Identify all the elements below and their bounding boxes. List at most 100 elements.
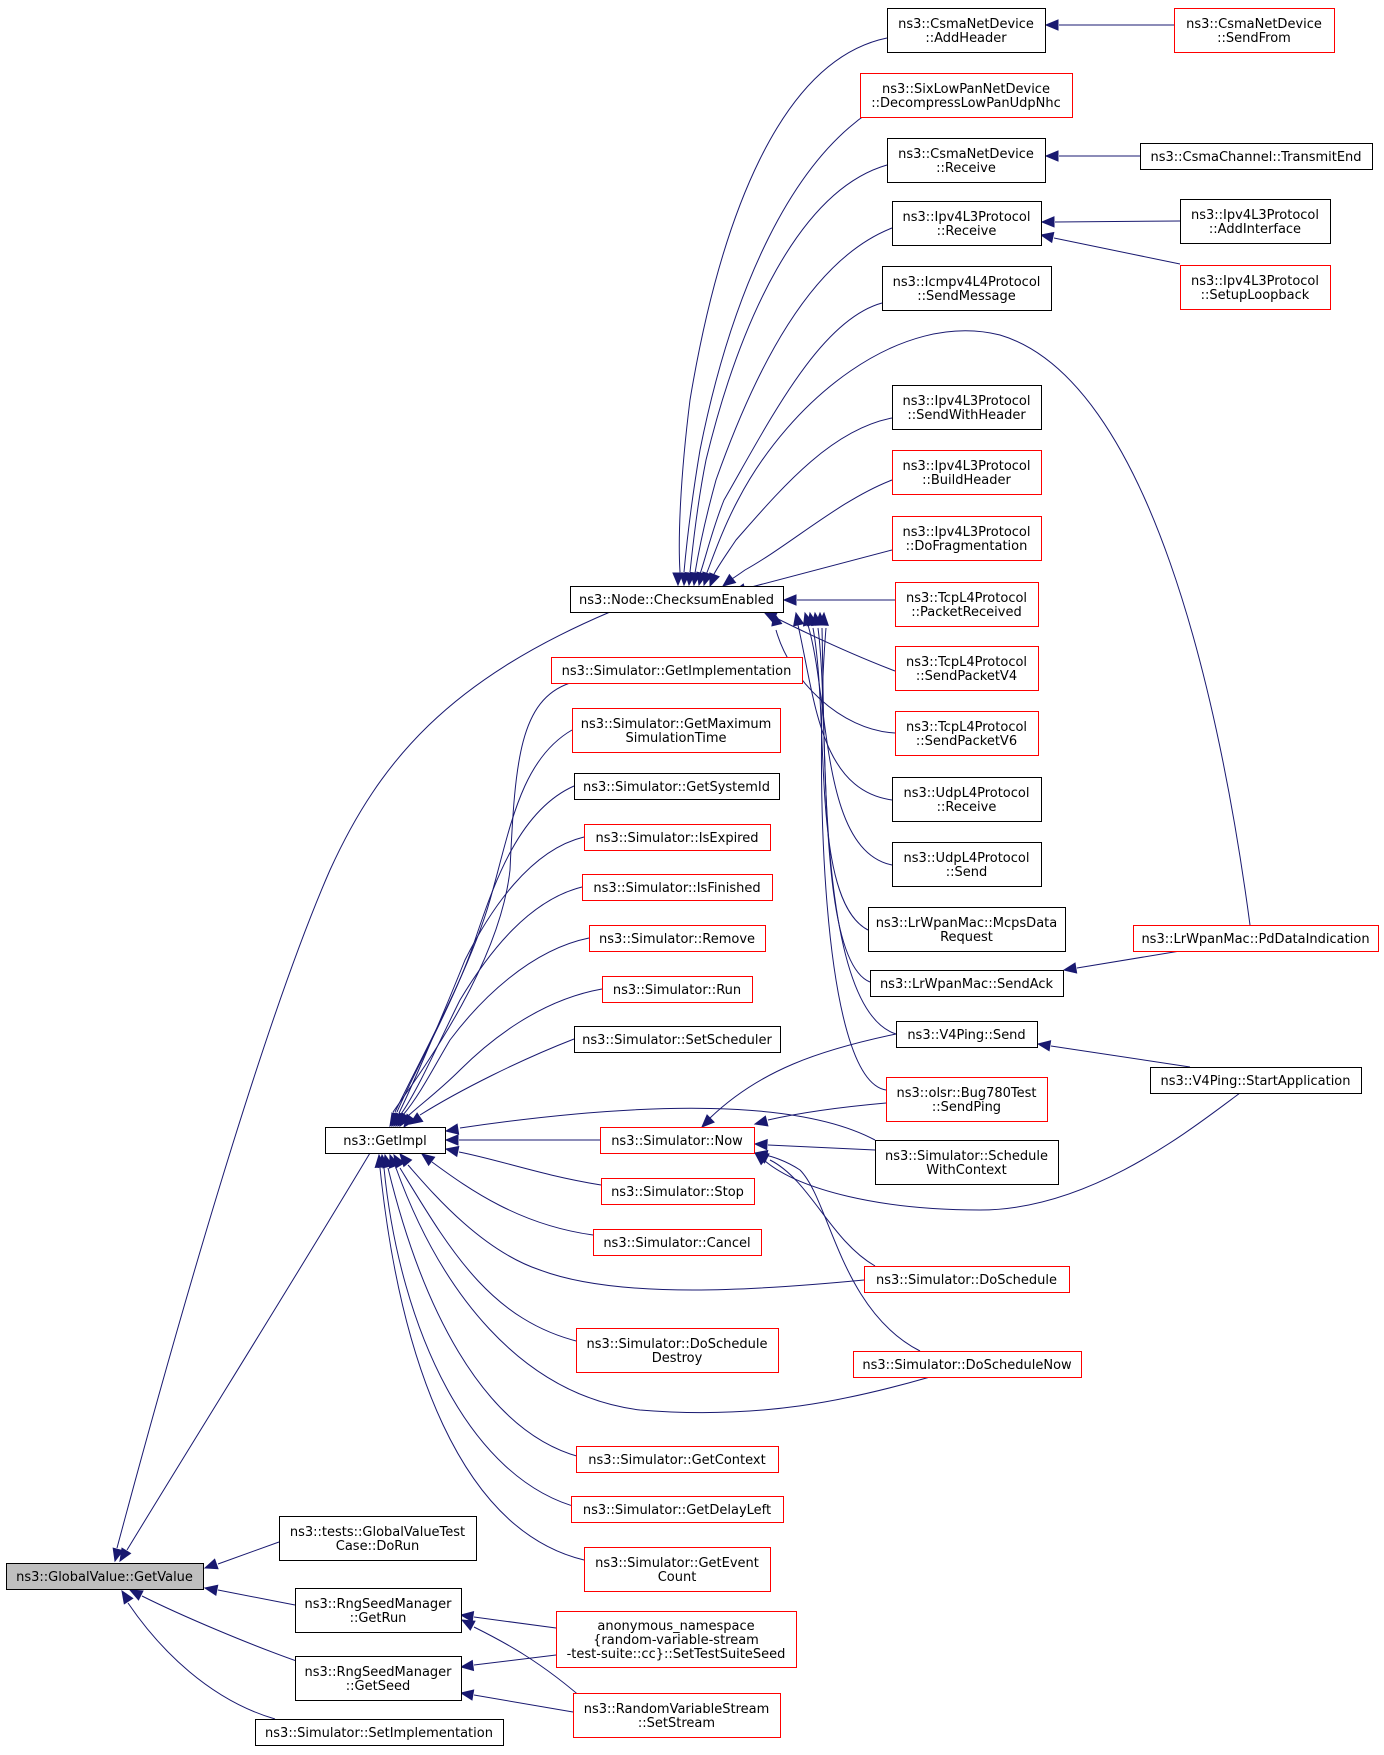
node-udp_recv[interactable]: ns3::UdpL4Protocol::Receive bbox=[892, 777, 1042, 822]
node-box[interactable] bbox=[892, 385, 1042, 430]
node-box[interactable] bbox=[574, 773, 780, 800]
node-box[interactable] bbox=[551, 657, 803, 684]
node-getrun[interactable]: ns3::RngSeedManager::GetRun bbox=[295, 1588, 462, 1633]
node-box[interactable] bbox=[584, 1547, 771, 1592]
node-box[interactable] bbox=[1140, 143, 1373, 170]
node-box[interactable] bbox=[868, 907, 1066, 952]
node-ipv4_build[interactable]: ns3::Ipv4L3Protocol::BuildHeader bbox=[892, 450, 1042, 495]
node-box[interactable] bbox=[570, 586, 784, 613]
node-box[interactable] bbox=[576, 1328, 779, 1373]
node-ipv4_sendwh[interactable]: ns3::Ipv4L3Protocol::SendWithHeader bbox=[892, 385, 1042, 430]
node-getvalue[interactable]: ns3::GlobalValue::GetValue bbox=[6, 1563, 204, 1590]
node-v4ping_send[interactable]: ns3::V4Ping::Send bbox=[896, 1021, 1038, 1048]
node-sim_now[interactable]: ns3::Simulator::Now bbox=[600, 1127, 755, 1154]
node-box[interactable] bbox=[556, 1611, 797, 1668]
node-sim_isexp[interactable]: ns3::Simulator::IsExpired bbox=[584, 824, 771, 851]
node-box[interactable] bbox=[895, 582, 1039, 627]
node-ipv4_setuplo[interactable]: ns3::Ipv4L3Protocol::SetupLoopback bbox=[1180, 265, 1331, 310]
node-csma_sendfrom[interactable]: ns3::CsmaNetDevice::SendFrom bbox=[1174, 8, 1335, 53]
node-box[interactable] bbox=[593, 1229, 762, 1256]
node-box[interactable] bbox=[860, 73, 1073, 118]
node-box[interactable] bbox=[279, 1516, 477, 1561]
node-getseed[interactable]: ns3::RngSeedManager::GetSeed bbox=[295, 1656, 462, 1701]
node-sixlowpan[interactable]: ns3::SixLowPanNetDevice::DecompressLowPa… bbox=[860, 73, 1073, 118]
node-sim_run[interactable]: ns3::Simulator::Run bbox=[602, 976, 753, 1003]
node-sim_getimpl[interactable]: ns3::Simulator::GetImplementation bbox=[551, 657, 803, 684]
node-box[interactable] bbox=[886, 1077, 1048, 1122]
node-lr_sendack[interactable]: ns3::LrWpanMac::SendAck bbox=[870, 970, 1064, 997]
node-box[interactable] bbox=[864, 1266, 1070, 1293]
node-sim_isfin[interactable]: ns3::Simulator::IsFinished bbox=[582, 874, 773, 901]
node-box[interactable] bbox=[589, 925, 766, 952]
node-box[interactable] bbox=[882, 266, 1052, 311]
node-box[interactable] bbox=[584, 824, 771, 851]
node-lr_pddata[interactable]: ns3::LrWpanMac::PdDataIndication bbox=[1133, 925, 1379, 952]
node-sim_remove[interactable]: ns3::Simulator::Remove bbox=[589, 925, 766, 952]
node-box[interactable] bbox=[325, 1127, 446, 1154]
node-box[interactable] bbox=[6, 1563, 204, 1590]
node-anon_seed[interactable]: anonymous_namespace{random-variable-stre… bbox=[556, 1611, 797, 1668]
node-box[interactable] bbox=[887, 8, 1046, 53]
node-box[interactable] bbox=[892, 450, 1042, 495]
node-box[interactable] bbox=[1133, 925, 1379, 952]
node-box[interactable] bbox=[892, 777, 1042, 822]
node-box[interactable] bbox=[1174, 8, 1335, 53]
node-box[interactable] bbox=[892, 516, 1042, 561]
node-rvs_setstream[interactable]: ns3::RandomVariableStream::SetStream bbox=[573, 1693, 781, 1738]
node-sim_delay[interactable]: ns3::Simulator::GetDelayLeft bbox=[571, 1496, 784, 1523]
node-sim_setsched[interactable]: ns3::Simulator::SetScheduler bbox=[574, 1026, 781, 1053]
node-box[interactable] bbox=[1180, 199, 1331, 244]
node-box[interactable] bbox=[295, 1656, 462, 1701]
node-box[interactable] bbox=[896, 1021, 1038, 1048]
node-setimpl[interactable]: ns3::Simulator::SetImplementation bbox=[255, 1719, 504, 1746]
node-udp_send[interactable]: ns3::UdpL4Protocol::Send bbox=[892, 842, 1042, 887]
node-box[interactable] bbox=[295, 1588, 462, 1633]
node-box[interactable] bbox=[887, 138, 1046, 183]
node-doschedule[interactable]: ns3::Simulator::DoSchedule bbox=[864, 1266, 1070, 1293]
node-box[interactable] bbox=[255, 1719, 504, 1746]
node-getimpl[interactable]: ns3::GetImpl bbox=[325, 1127, 446, 1154]
node-box[interactable] bbox=[870, 970, 1064, 997]
node-tcp_v6[interactable]: ns3::TcpL4Protocol::SendPacketV6 bbox=[895, 711, 1039, 756]
node-v4ping_start[interactable]: ns3::V4Ping::StartApplication bbox=[1150, 1067, 1362, 1094]
node-csma_transmit[interactable]: ns3::CsmaChannel::TransmitEnd bbox=[1140, 143, 1373, 170]
node-box[interactable] bbox=[1150, 1067, 1362, 1094]
node-tcp_recv[interactable]: ns3::TcpL4Protocol::PacketReceived bbox=[895, 582, 1039, 627]
node-box[interactable] bbox=[895, 711, 1039, 756]
node-ipv4_frag[interactable]: ns3::Ipv4L3Protocol::DoFragmentation bbox=[892, 516, 1042, 561]
node-box[interactable] bbox=[875, 1140, 1059, 1185]
node-csma_receive[interactable]: ns3::CsmaNetDevice::Receive bbox=[887, 138, 1046, 183]
node-box[interactable] bbox=[601, 1178, 755, 1205]
node-box[interactable] bbox=[853, 1351, 1082, 1378]
node-checksum[interactable]: ns3::Node::ChecksumEnabled bbox=[570, 586, 784, 613]
node-box[interactable] bbox=[602, 976, 753, 1003]
node-sim_getctx[interactable]: ns3::Simulator::GetContext bbox=[576, 1446, 779, 1473]
node-csma_addheader[interactable]: ns3::CsmaNetDevice::AddHeader bbox=[887, 8, 1046, 53]
node-doschednow[interactable]: ns3::Simulator::DoScheduleNow bbox=[853, 1351, 1082, 1378]
node-box[interactable] bbox=[576, 1446, 779, 1473]
node-box[interactable] bbox=[600, 1127, 755, 1154]
node-sim_sysid[interactable]: ns3::Simulator::GetSystemId bbox=[574, 773, 780, 800]
node-tcp_v4[interactable]: ns3::TcpL4Protocol::SendPacketV4 bbox=[895, 646, 1039, 691]
node-olsr[interactable]: ns3::olsr::Bug780Test::SendPing bbox=[886, 1077, 1048, 1122]
node-sim_stop[interactable]: ns3::Simulator::Stop bbox=[601, 1178, 755, 1205]
node-box[interactable] bbox=[574, 1026, 781, 1053]
node-box[interactable] bbox=[1180, 265, 1331, 310]
node-icmp_send[interactable]: ns3::Icmpv4L4Protocol::SendMessage bbox=[882, 266, 1052, 311]
node-box[interactable] bbox=[892, 201, 1042, 246]
node-box[interactable] bbox=[572, 708, 781, 753]
node-ipv4_receive[interactable]: ns3::Ipv4L3Protocol::Receive bbox=[892, 201, 1042, 246]
node-ipv4_addif[interactable]: ns3::Ipv4L3Protocol::AddInterface bbox=[1180, 199, 1331, 244]
node-box[interactable] bbox=[895, 646, 1039, 691]
node-box[interactable] bbox=[892, 842, 1042, 887]
node-box[interactable] bbox=[573, 1693, 781, 1738]
node-box[interactable] bbox=[571, 1496, 784, 1523]
node-box[interactable] bbox=[582, 874, 773, 901]
node-sim_cancel[interactable]: ns3::Simulator::Cancel bbox=[593, 1229, 762, 1256]
